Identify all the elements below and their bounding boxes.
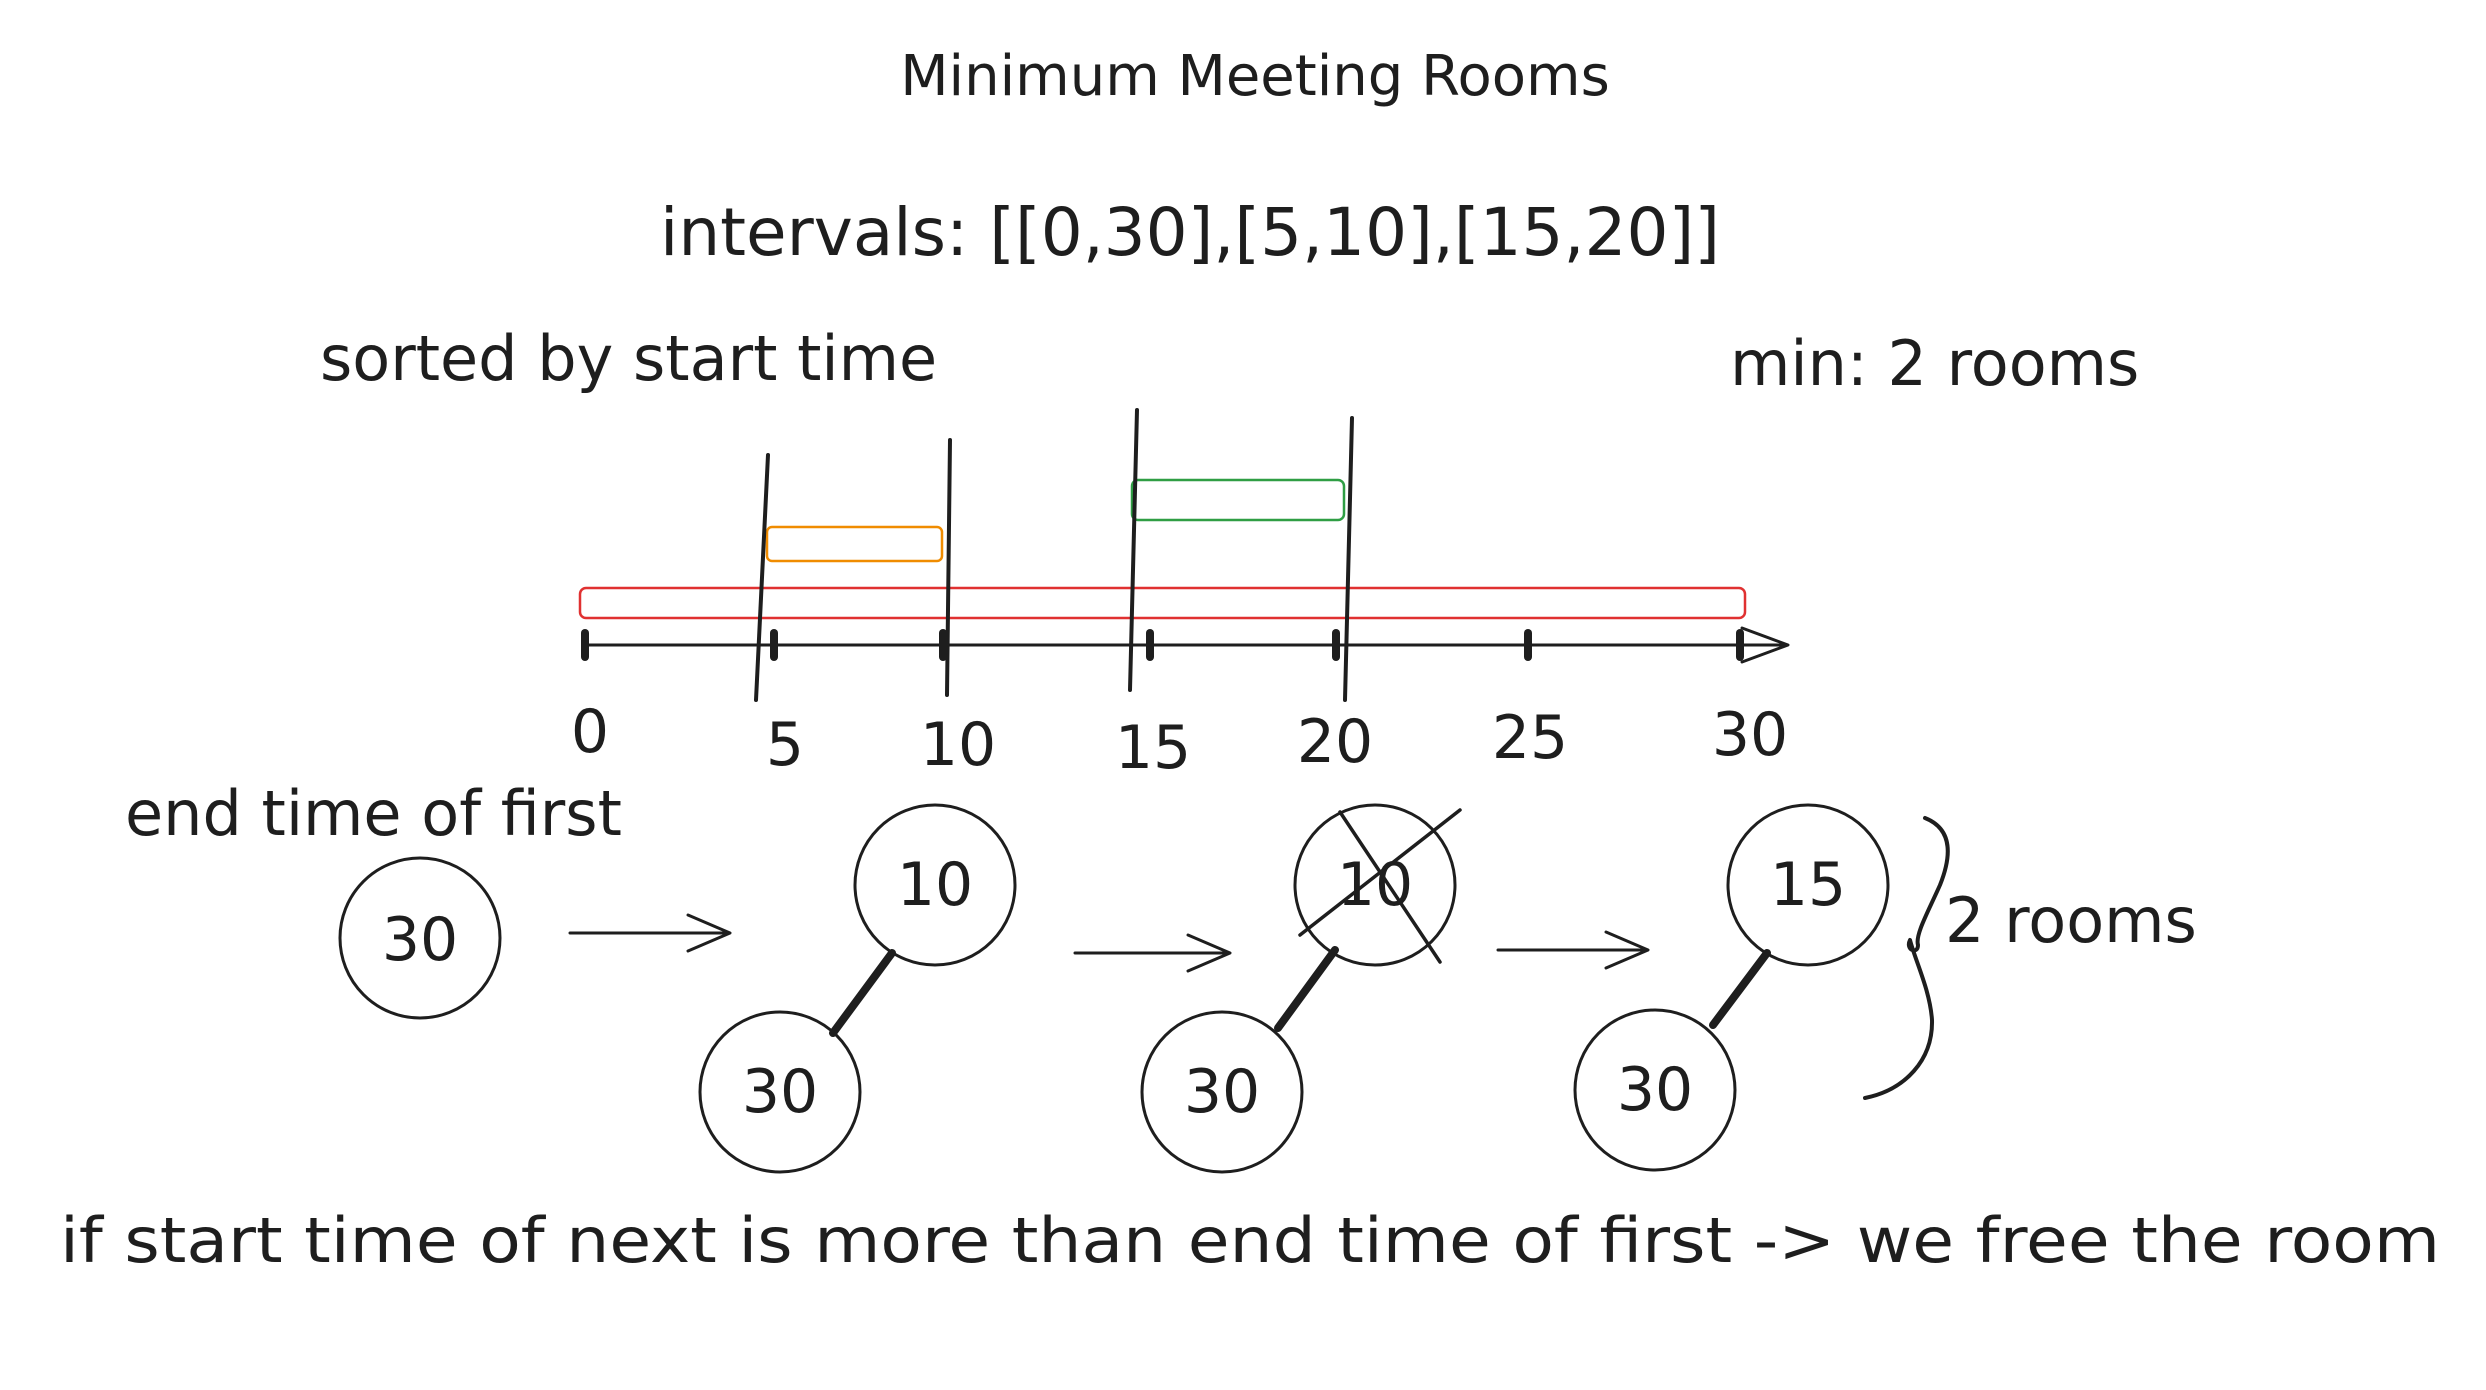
heap-node [853, 803, 1017, 967]
axis-tick-label: 25 [1492, 703, 1568, 773]
heap-node-value: 10 [1337, 850, 1413, 920]
interval-bar-15-20 [1130, 478, 1346, 522]
axis-tick-label: 10 [920, 710, 996, 780]
rooms-count-label: 2 rooms [1945, 884, 2197, 957]
axis-tick-label: 5 [766, 710, 804, 780]
heap-node [1140, 1010, 1304, 1174]
boundary-line [754, 453, 770, 702]
heap-node [1573, 1008, 1737, 1172]
cross-out-mark [1298, 808, 1462, 937]
heap-node-value: 30 [1617, 1055, 1693, 1125]
boundary-line [1343, 416, 1354, 702]
transition-arrow [1496, 930, 1650, 970]
heap-state-4: 15 30 [1573, 803, 1890, 1172]
cross-out-mark [1338, 810, 1442, 964]
axis-tick-label: 15 [1115, 713, 1191, 783]
end-time-label: end time of first [125, 777, 622, 850]
heap-edge [1274, 946, 1339, 1032]
heap-node-value: 30 [742, 1057, 818, 1127]
diagram-title: Minimum Meeting Rooms [900, 44, 1610, 109]
heap-state-1: 30 [338, 856, 502, 1020]
interval-bar-0-30 [578, 586, 1747, 620]
sorted-label: sorted by start time [320, 322, 937, 395]
transition-arrow [568, 913, 732, 953]
heap-node-value: 10 [897, 850, 973, 920]
heap-state-2: 10 30 [698, 803, 1017, 1174]
heap-edge [829, 949, 896, 1037]
boundary-line [945, 438, 952, 697]
curly-brace [1863, 816, 1950, 1100]
transition-arrow [1073, 933, 1232, 973]
heap-state-3: 10 30 [1140, 803, 1462, 1174]
time-axis [581, 626, 1790, 664]
intervals-label: intervals: [[0,30],[5,10],[15,20]] [660, 194, 1720, 271]
axis-tick-label: 0 [571, 697, 609, 767]
heap-node [698, 1010, 862, 1174]
heap-node-value: 15 [1770, 850, 1846, 920]
axis-tick-label: 20 [1297, 707, 1373, 777]
min-rooms-label: min: 2 rooms [1730, 327, 2139, 400]
heap-node [338, 856, 502, 1020]
boundary-line [1128, 408, 1139, 692]
interval-bar-5-10 [765, 525, 944, 563]
bottom-note: if start time of next is more than end t… [60, 1204, 2440, 1277]
heap-node-value: 30 [1184, 1057, 1260, 1127]
heap-edge [1709, 949, 1771, 1029]
heap-node-value: 30 [382, 905, 458, 975]
axis-tick-label: 30 [1712, 700, 1788, 770]
heap-node [1726, 803, 1890, 967]
heap-node [1293, 803, 1457, 967]
